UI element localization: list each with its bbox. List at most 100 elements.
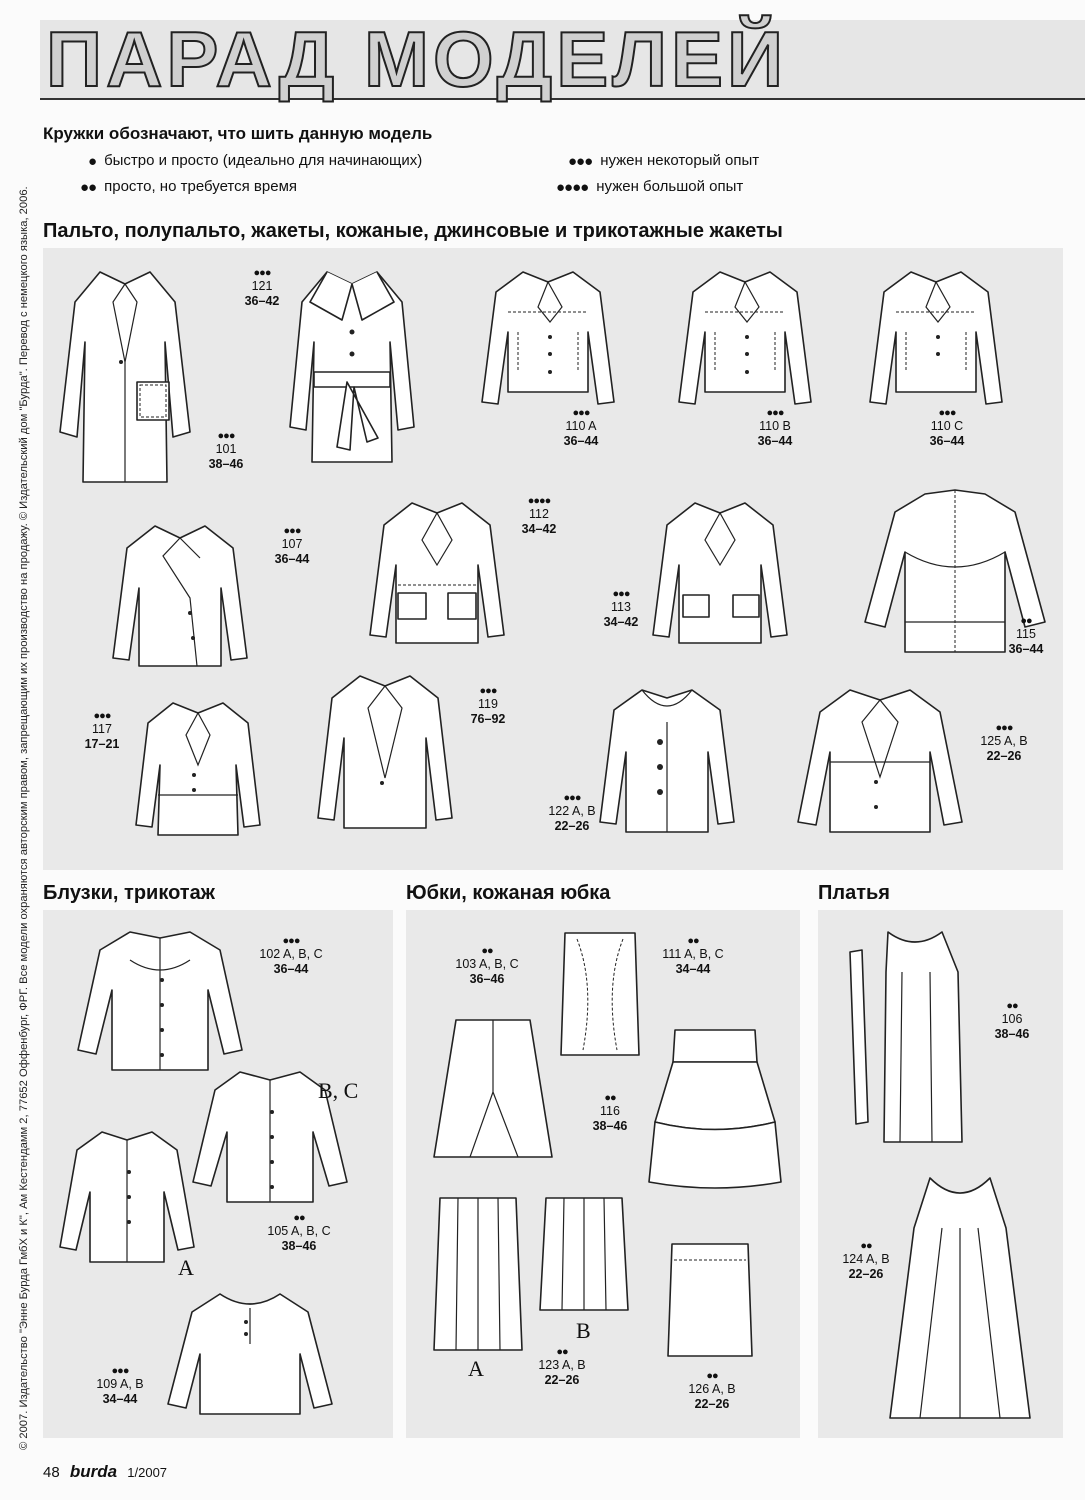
model-number: 115 [1016, 627, 1036, 641]
model-number: 123 A, B [538, 1358, 586, 1372]
legend-item-2: ●● просто, но требуется время [80, 178, 297, 196]
brand-logo: burda [69, 1462, 118, 1481]
skirt-123a-illustration [433, 1197, 523, 1351]
difficulty-dots: ●● [687, 935, 699, 947]
model-label-110b: ●●● 110 B 36–44 [742, 407, 808, 449]
model-sizes: 38–46 [281, 1239, 317, 1253]
model-sizes: 36–42 [244, 294, 280, 308]
difficulty-dots: ●●●● [556, 178, 589, 196]
jacket-125-illustration [797, 689, 963, 833]
difficulty-dots: ●● [706, 1370, 718, 1382]
difficulty-dots: ●●● [253, 267, 272, 279]
jacket-117-illustration [135, 702, 261, 836]
difficulty-dots: ●●● [283, 525, 302, 537]
section-title-skirts: Юбки, кожаная юбка [406, 882, 611, 904]
model-number: 124 A, B [842, 1252, 890, 1266]
legend-text: нужен большой опыт [596, 178, 744, 195]
variant-label-b-skirt: B [576, 1318, 591, 1343]
jacket-110c-illustration [869, 271, 1003, 405]
difficulty-dots: ●●● [282, 935, 301, 947]
model-number: 126 A, B [688, 1382, 736, 1396]
model-label-123: ●● 123 A, B 22–26 [524, 1346, 600, 1388]
model-sizes: 22–26 [848, 1267, 884, 1281]
section-title-dresses: Платья [818, 882, 890, 904]
difficulty-dots: ●● [80, 178, 97, 196]
difficulty-dots: ●● [1006, 1000, 1018, 1012]
legend-text: быстро и просто (идеально для начинающих… [104, 152, 423, 169]
jacket-112-illustration [369, 502, 505, 644]
jacket-110b-illustration [678, 271, 812, 405]
model-sizes: 22–26 [544, 1373, 580, 1387]
model-sizes: 34–42 [521, 522, 557, 536]
legend-text: нужен некоторый опыт [600, 152, 760, 169]
jacket-122-illustration [599, 689, 735, 833]
page-title: ПАРАД МОДЕЛЕЙ [45, 15, 788, 103]
model-label-115: ●● 115 36–44 [996, 615, 1056, 657]
footer: 48 burda 1/2007 [43, 1462, 167, 1482]
model-number: 112 [529, 507, 549, 521]
difficulty-dots: ●●●● [527, 495, 552, 507]
difficulty-dots: ●●● [563, 792, 582, 804]
model-number: 117 [92, 722, 112, 736]
difficulty-dots: ●● [860, 1240, 872, 1252]
jacket-113-illustration [652, 502, 788, 644]
copyright-sidebar: © 2007. Издательство "Энне Бурда ГмбХ и … [2, 100, 30, 1450]
dress-106-illustration [849, 931, 963, 1143]
model-number: 109 A, B [96, 1377, 144, 1391]
difficulty-dots: ●●● [938, 407, 957, 419]
model-sizes: 38–46 [208, 457, 244, 471]
model-label-106: ●● 106 38–46 [982, 1000, 1042, 1042]
issue-number: 1/2007 [127, 1465, 168, 1480]
model-label-124: ●● 124 A, B 22–26 [828, 1240, 904, 1282]
top-109-illustration [167, 1293, 333, 1415]
model-number: 105 A, B, C [267, 1224, 331, 1238]
model-sizes: 17–21 [84, 737, 120, 751]
legend-title: Кружки обозначают, что шить данную модел… [43, 124, 433, 143]
skirt-116-illustration [648, 1029, 782, 1189]
legend-item-3: ●●● нужен некоторый опыт [568, 152, 759, 170]
model-number: 102 A, B, C [259, 947, 323, 961]
model-number: 125 A, B [980, 734, 1028, 748]
model-sizes: 36–44 [274, 552, 310, 566]
jacket-110a-illustration [481, 271, 615, 405]
skirt-111-illustration [560, 932, 640, 1056]
blouse-102-illustration [77, 931, 243, 1071]
model-label-105: ●● 105 A, B, C 38–46 [254, 1212, 344, 1254]
difficulty-dots: ●●● [479, 685, 498, 697]
skirt-103-illustration [433, 1019, 553, 1158]
dress-124-illustration [889, 1177, 1031, 1419]
model-sizes: 34–44 [102, 1392, 138, 1406]
model-number: 121 [251, 279, 273, 293]
model-number: 110 A [565, 419, 597, 433]
difficulty-dots: ●●● [572, 407, 591, 419]
model-number: 119 [478, 697, 498, 711]
model-label-122: ●●● 122 A, B 22–26 [534, 792, 610, 834]
variant-label-bc: B, C [318, 1078, 359, 1103]
model-number: 106 [1001, 1012, 1023, 1026]
legend-text: просто, но требуется время [104, 178, 298, 195]
difficulty-dots: ●●● [217, 430, 236, 442]
model-sizes: 76–92 [470, 712, 506, 726]
model-label-117: ●●● 117 17–21 [72, 710, 132, 752]
model-label-113: ●●● 113 34–42 [590, 588, 652, 630]
model-number: 116 [600, 1104, 620, 1118]
difficulty-dots: ●●● [612, 588, 631, 600]
difficulty-dots: ● [88, 152, 97, 170]
model-label-116: ●● 116 38–46 [580, 1092, 640, 1134]
jacket-115-illustration [864, 489, 1046, 653]
model-number: 101 [215, 442, 237, 456]
model-label-119: ●●● 119 76–92 [458, 685, 518, 727]
model-sizes: 34–42 [603, 615, 639, 629]
difficulty-dots: ●●● [995, 722, 1014, 734]
model-sizes: 22–26 [554, 819, 590, 833]
model-sizes: 22–26 [694, 1397, 730, 1411]
model-sizes: 36–44 [563, 434, 599, 448]
difficulty-dots: ●●● [568, 152, 593, 170]
model-number: 122 A, B [548, 804, 596, 818]
coat-101-illustration [59, 271, 191, 483]
model-number: 107 [281, 537, 303, 551]
skirt-123b-illustration [539, 1197, 629, 1311]
model-label-121: ●●● 121 36–42 [232, 267, 292, 309]
difficulty-dots: ●● [1020, 615, 1032, 627]
variant-label-a-skirt: A [468, 1356, 484, 1381]
